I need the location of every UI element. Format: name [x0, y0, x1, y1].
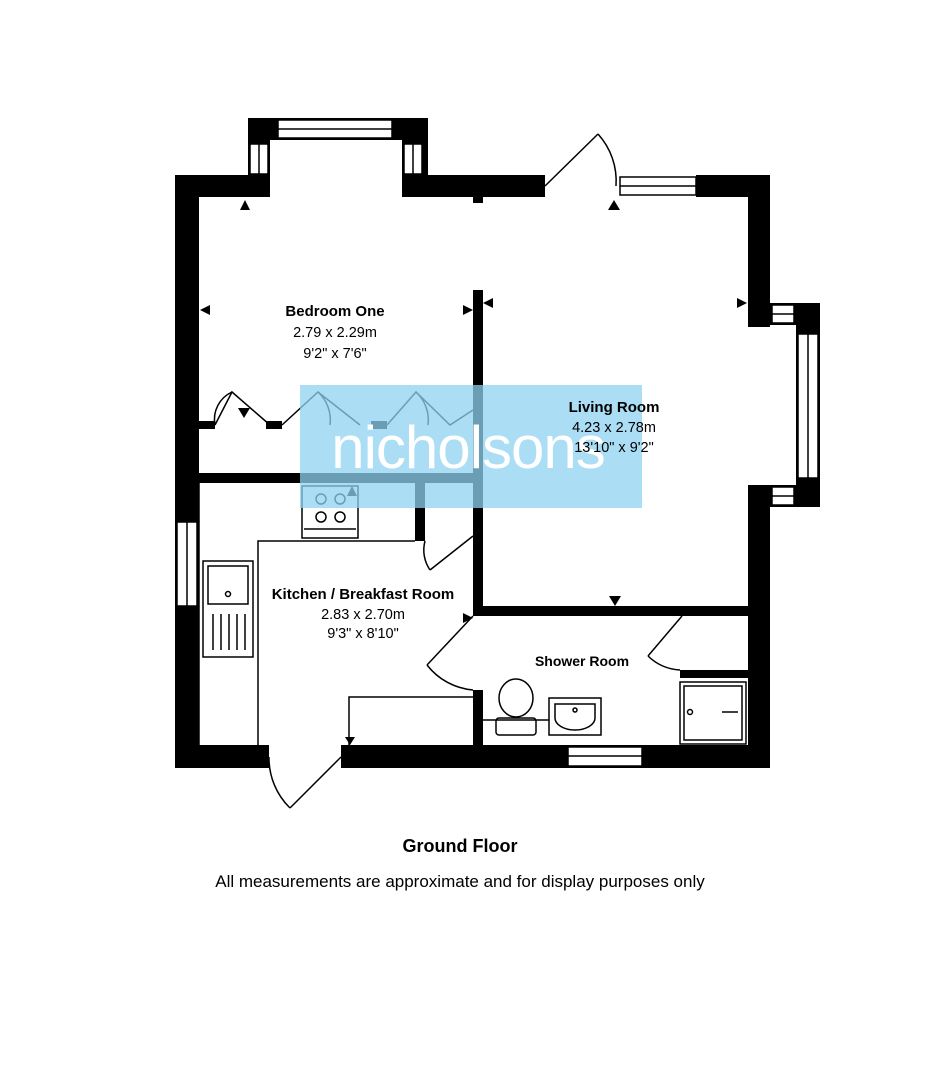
kitchen-metric: 2.83 x 2.70m: [321, 607, 405, 623]
floor-title: Ground Floor: [402, 836, 518, 856]
fixtures: [198, 483, 747, 745]
label-kitchen: Kitchen / Breakfast Room 2.83 x 2.70m 9'…: [272, 586, 455, 642]
shower-tray: [679, 681, 747, 745]
living-metric: 4.23 x 2.78m: [572, 420, 656, 436]
bedroom-imperial: 9'2" x 7'6": [303, 346, 366, 362]
watermark: nicholsons: [300, 385, 642, 508]
bedroom-metric: 2.79 x 2.29m: [293, 325, 377, 341]
disclaimer: All measurements are approximate and for…: [215, 872, 705, 891]
shower-name: Shower Room: [535, 653, 629, 669]
bedroom-name: Bedroom One: [285, 303, 384, 320]
watermark-text: nicholsons: [331, 414, 605, 481]
living-imperial: 13'10" x 9'2": [574, 440, 654, 456]
toilet: [498, 678, 534, 718]
label-living-room: Living Room 4.23 x 2.78m 13'10" x 9'2": [569, 399, 660, 456]
exterior-walls: [175, 118, 820, 768]
kitchen-name: Kitchen / Breakfast Room: [272, 586, 455, 603]
label-bedroom-one: Bedroom One 2.79 x 2.29m 9'2" x 7'6": [285, 303, 384, 362]
label-shower-room: Shower Room: [535, 653, 629, 669]
living-name: Living Room: [569, 399, 660, 416]
kitchen-imperial: 9'3" x 8'10": [327, 626, 398, 642]
watermark-band: [300, 385, 642, 508]
windows: [176, 119, 819, 767]
